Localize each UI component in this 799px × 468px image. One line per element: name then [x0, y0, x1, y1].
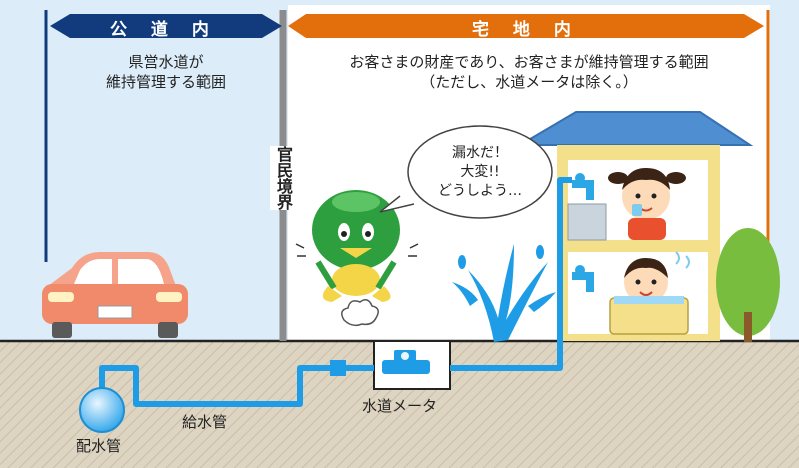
water-meter-label: 水道メータ [362, 397, 438, 415]
bath-faucet-icon [572, 265, 594, 292]
bathing-boy-icon [624, 251, 690, 304]
public-banner [50, 14, 282, 38]
private-banner [288, 14, 764, 38]
tree-icon [716, 228, 780, 342]
speech-bubble [379, 125, 553, 219]
bath-water [614, 296, 684, 304]
public-zone-description-line1: 県営水道が [128, 53, 204, 71]
speech-bubble-line1: 漏水だ！ [452, 145, 508, 161]
boundary-label: 官民境界 [270, 146, 296, 210]
sink-counter [567, 203, 607, 241]
public-zone-description-line2: 維持管理する範囲 [105, 73, 226, 92]
distribution-main-icon [79, 387, 125, 433]
private-zone-description: お客さまの財産であり、お客さまが維持管理する範囲 （ただし、水道メータは除く。） [296, 52, 762, 93]
water-meter-icon [382, 350, 430, 374]
faucet-icon [572, 173, 594, 200]
water-leak-spray-icon [452, 244, 556, 342]
speech-bubble-line2: 大変!! [460, 163, 500, 180]
smoke-puff-icon [341, 299, 379, 327]
speech-bubble-line3: どうしよう… [438, 182, 522, 199]
private-zone-description-line2: （ただし、水道メータは除く。） [420, 73, 638, 92]
service-pipe-label: 給水管 [182, 413, 228, 431]
kappa-character-icon [295, 190, 419, 302]
girl-icon [608, 168, 686, 240]
car-icon [42, 252, 188, 338]
service-pipe [99, 177, 572, 407]
private-zone-description-line1: お客さまの財産であり、お客さまが維持管理する範囲 [349, 53, 709, 71]
private-zone-banner-label: 宅 地 内 [472, 20, 580, 40]
distribution-main-label: 配水管 [76, 437, 122, 455]
speech-bubble-text: 漏水だ！ 大変!! どうしよう… [420, 144, 540, 201]
stop-valve-icon [330, 360, 346, 376]
public-zone-banner-label: 公 道 内 [110, 20, 218, 40]
public-zone-description: 県営水道が 維持管理する範囲 [56, 52, 276, 93]
